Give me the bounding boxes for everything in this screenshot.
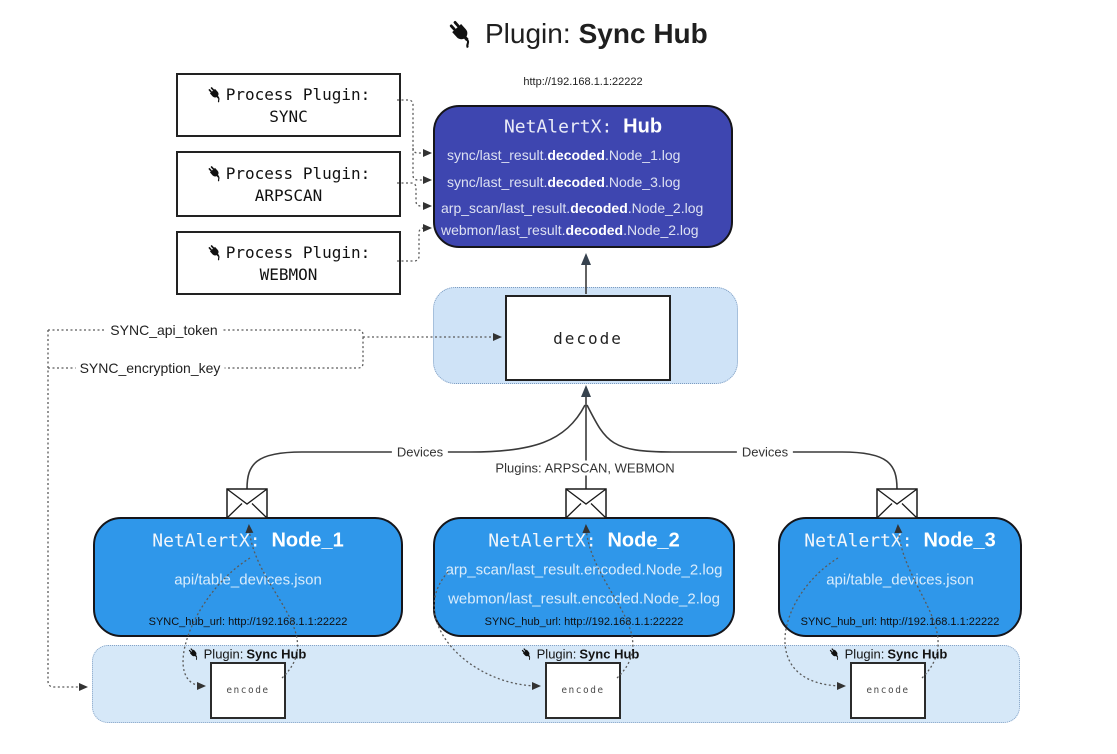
node-title-mono: NetAlertX: — [804, 530, 924, 552]
file-suffix: .Node_1.log — [604, 147, 681, 163]
edge-arpscan-to-hub — [397, 182, 432, 210]
edge-sync-to-hub-branch — [412, 147, 432, 157]
hub-url-label: http://192.168.1.1:22222 — [523, 76, 643, 88]
encoder-label-bold: Sync Hub — [579, 646, 640, 662]
encoder-plugin-label: Plugin: Sync Hub — [187, 646, 307, 662]
plug-icon — [520, 647, 534, 661]
edge-webmon-to-hub — [397, 224, 432, 262]
encoder-label-plain: Plugin: — [844, 646, 885, 662]
node-title-bold: Node_2 — [607, 529, 680, 552]
page-title-bold: Sync Hub — [578, 18, 708, 49]
envelope-icon — [565, 488, 607, 519]
node-title-mono: NetAlertX: — [152, 530, 272, 552]
hub-file-line: sync/last_result.decoded.Node_1.log — [447, 147, 680, 163]
plug-icon — [206, 164, 224, 182]
process-plugin-sync-box: Process Plugin: SYNC — [176, 73, 401, 137]
hub-file-line: sync/last_result.decoded.Node_3.log — [447, 174, 680, 190]
process-plugin-label: Process Plugin: — [225, 84, 371, 104]
process-plugin-name: SYNC — [269, 106, 308, 126]
node-title: NetAlertX: Node_2 — [435, 530, 733, 553]
process-plugin-arpscan-box: Process Plugin: ARPSCAN — [176, 151, 401, 217]
plug-icon — [447, 19, 477, 49]
edge-sync-to-hub — [397, 99, 432, 184]
node-1-box: NetAlertX: Node_1 api/table_devices.json… — [93, 517, 403, 637]
file-bold: decoded — [570, 200, 628, 216]
decode-label: decode — [553, 328, 623, 348]
encoder-label-bold: Sync Hub — [246, 646, 307, 662]
envelope-icon — [226, 488, 268, 519]
node-hub-url: SYNC_hub_url: http://192.168.1.1:22222 — [148, 616, 348, 628]
node-file-line: api/table_devices.json — [826, 571, 974, 589]
process-plugin-webmon-box: Process Plugin: WEBMON — [176, 231, 401, 295]
plug-icon — [206, 243, 224, 261]
encode-box: encode — [850, 662, 926, 719]
file-prefix: sync/last_result. — [447, 174, 548, 190]
hub-title-mono: NetAlertX: — [503, 116, 624, 138]
plug-icon — [187, 647, 201, 661]
process-plugin-name: ARPSCAN — [254, 185, 323, 205]
process-plugin-label: Process Plugin: — [225, 163, 371, 183]
file-suffix: .Node_2.log — [627, 200, 704, 216]
hub-title-bold: Hub — [623, 115, 663, 138]
hub-file-line: arp_scan/last_result.decoded.Node_2.log — [441, 200, 703, 216]
hub-file-line: webmon/last_result.decoded.Node_2.log — [441, 222, 699, 238]
node-3-box: NetAlertX: Node_3 api/table_devices.json… — [778, 517, 1022, 637]
edge-key-to-encoders — [47, 330, 88, 691]
node-hub-url: SYNC_hub_url: http://192.168.1.1:22222 — [484, 616, 684, 628]
file-bold: decoded — [547, 147, 605, 163]
plug-icon — [828, 647, 842, 661]
node-title: NetAlertX: Node_3 — [780, 530, 1020, 553]
page-title: Plugin: Sync Hub — [447, 18, 708, 50]
hub-box: NetAlertX: Hub sync/last_result.decoded.… — [433, 105, 733, 248]
process-plugin-name: WEBMON — [259, 264, 318, 284]
file-bold: decoded — [547, 174, 605, 190]
file-prefix: arp_scan/last_result. — [441, 200, 571, 216]
encoder-plugin-label: Plugin: Sync Hub — [828, 646, 948, 662]
node-title-bold: Node_1 — [271, 529, 344, 552]
file-prefix: sync/last_result. — [447, 147, 548, 163]
node-title-bold: Node_3 — [923, 529, 996, 552]
process-plugin-label: Process Plugin: — [225, 242, 371, 262]
node-hub-url: SYNC_hub_url: http://192.168.1.1:22222 — [800, 616, 1000, 628]
devices-left-label: Devices — [391, 444, 449, 460]
encode-box: encode — [545, 662, 621, 719]
sync-api-token-label: SYNC_api_token — [106, 322, 222, 338]
devices-right-label: Devices — [736, 444, 794, 460]
encoder-label-plain: Plugin: — [203, 646, 244, 662]
node-title-mono: NetAlertX: — [488, 530, 608, 552]
encode-label: encode — [226, 685, 270, 696]
file-bold: decoded — [565, 222, 624, 238]
plugins-middle-label: Plugins: ARPSCAN, WEBMON — [490, 460, 680, 476]
encoder-plugin-label: Plugin: Sync Hub — [520, 646, 640, 662]
node-2-box: NetAlertX: Node_2 arp_scan/last_result.e… — [433, 517, 735, 637]
hub-title: NetAlertX: Hub — [435, 116, 731, 139]
file-prefix: webmon/last_result. — [441, 222, 566, 238]
encoder-label-bold: Sync Hub — [887, 646, 948, 662]
encode-label: encode — [561, 685, 605, 696]
decode-box: decode — [505, 295, 671, 381]
node-file-line: webmon/last_result.encoded.Node_2.log — [448, 590, 720, 608]
plug-icon — [206, 85, 224, 103]
encode-box: encode — [210, 662, 286, 719]
node-title: NetAlertX: Node_1 — [95, 530, 401, 553]
envelope-icon — [876, 488, 918, 519]
envelopes — [226, 488, 918, 519]
file-suffix: .Node_3.log — [604, 174, 681, 190]
page-title-text: Plugin: — [485, 18, 571, 49]
file-suffix: .Node_2.log — [623, 222, 699, 238]
node-file-line: arp_scan/last_result.encoded.Node_2.log — [445, 561, 723, 579]
node-file-line: api/table_devices.json — [174, 571, 322, 589]
encode-label: encode — [866, 685, 910, 696]
sync-encryption-key-label: SYNC_encryption_key — [75, 360, 225, 376]
encoder-label-plain: Plugin: — [536, 646, 577, 662]
